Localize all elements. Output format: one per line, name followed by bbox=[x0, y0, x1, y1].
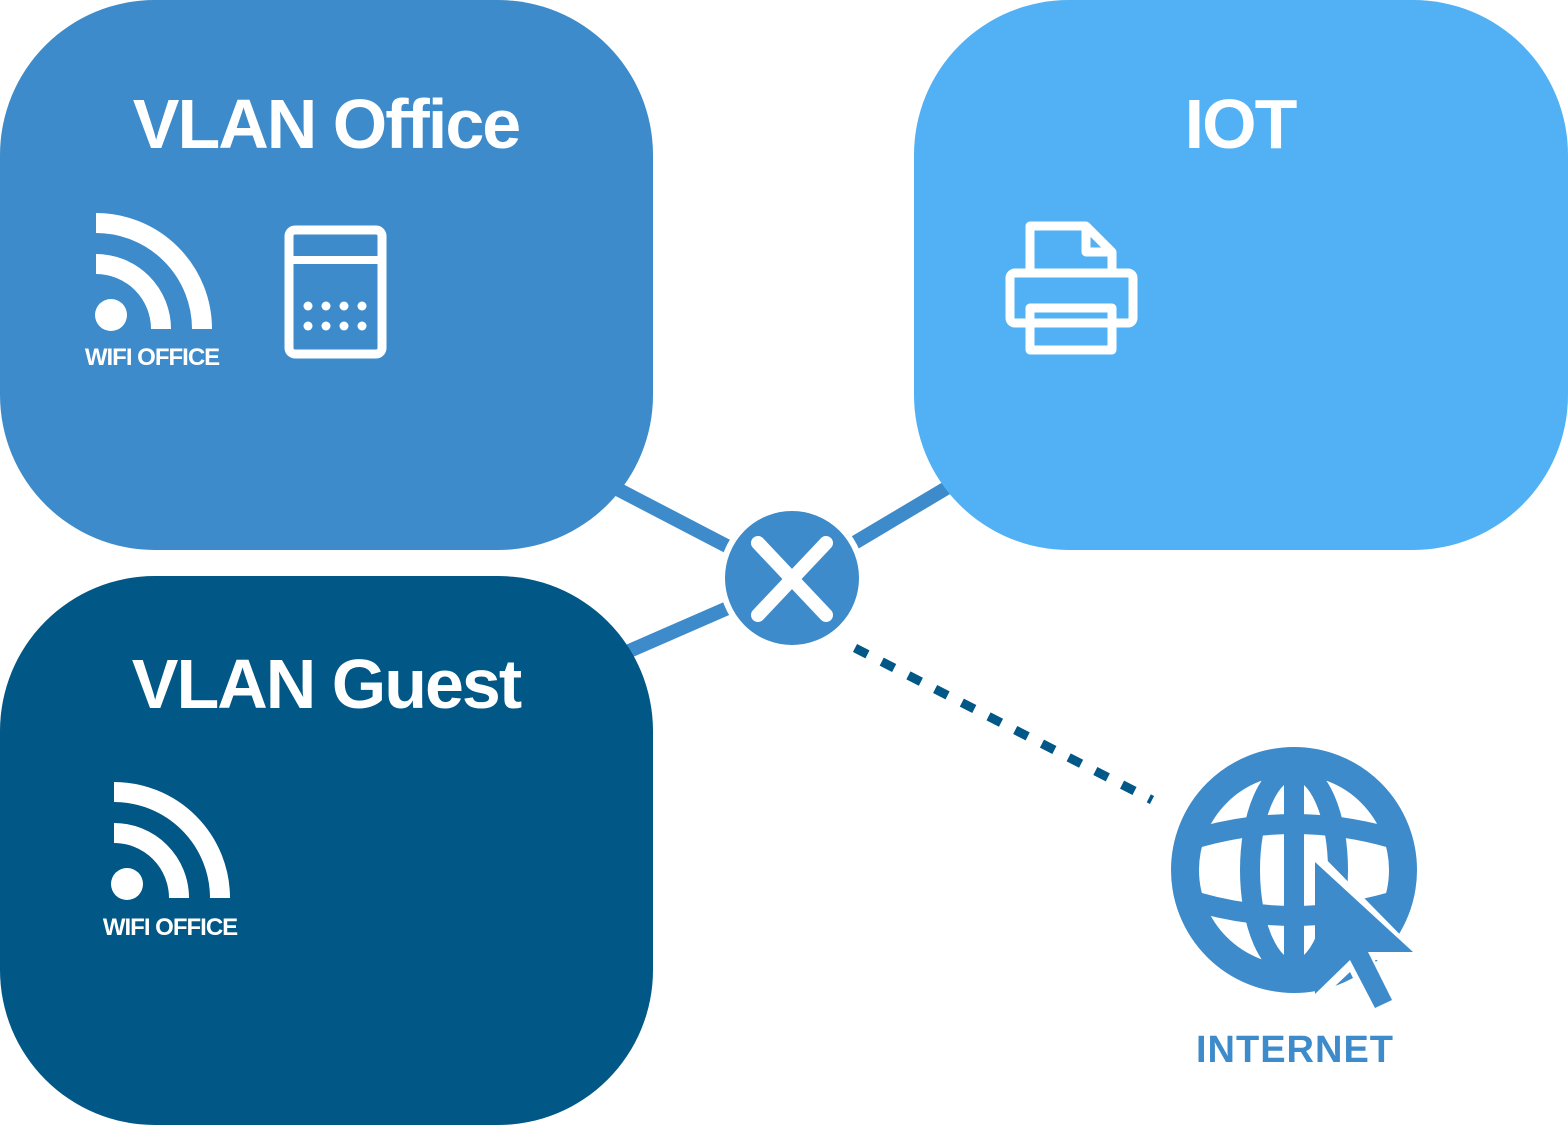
wifi-dot bbox=[95, 299, 127, 331]
link-switch-internet bbox=[852, 643, 1155, 805]
globe-cursor-icon bbox=[1171, 747, 1425, 1022]
wifi-dot bbox=[111, 868, 143, 900]
zone-iot-box bbox=[914, 0, 1568, 550]
wifi-icon bbox=[113, 782, 230, 899]
office-wifi-label: WIFI OFFICE bbox=[85, 344, 220, 371]
printer-icon bbox=[1005, 221, 1138, 355]
wifi-icon bbox=[95, 213, 212, 330]
zone-vlan-office: VLAN Office WIFI OFFICE bbox=[0, 0, 653, 550]
close-x-icon bbox=[751, 536, 833, 622]
zone-office-box bbox=[0, 0, 653, 550]
zone-guest-title: VLAN Guest bbox=[132, 645, 522, 723]
internet-label: INTERNET bbox=[1196, 1029, 1394, 1071]
zone-iot-title: IOT bbox=[1185, 85, 1297, 163]
zone-vlan-guest: VLAN Guest WIFI OFFICE bbox=[0, 576, 653, 1125]
calculator-icon bbox=[284, 225, 387, 359]
guest-wifi-label: WIFI OFFICE bbox=[103, 914, 238, 941]
zone-office-title: VLAN Office bbox=[133, 85, 519, 163]
internet-node: INTERNET bbox=[1171, 747, 1425, 1071]
zone-iot: IOT bbox=[914, 0, 1568, 550]
zone-guest-box bbox=[0, 576, 653, 1125]
switch-node bbox=[719, 505, 865, 651]
